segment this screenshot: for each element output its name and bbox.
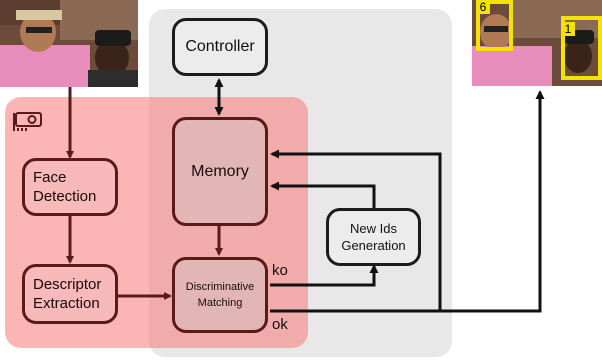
- descriptor-extraction-box: Descriptor Extraction: [22, 264, 118, 324]
- ko-label: ko: [272, 262, 288, 279]
- face-box-1: [561, 16, 602, 80]
- arrow-ko-to-new-ids: [270, 264, 379, 287]
- arrow-ok-feedback-to-memory: [270, 149, 442, 311]
- memory-label: Memory: [191, 162, 249, 180]
- arrow-ok-to-output: [270, 90, 545, 313]
- input-photo: [0, 0, 138, 87]
- new-ids-generation-label: New Ids Generation: [341, 221, 406, 253]
- controller-label: Controller: [185, 38, 255, 55]
- face-box-6: [476, 0, 513, 51]
- face-detection-label: Face Detection: [33, 169, 97, 205]
- gpu-card-icon: [13, 111, 43, 133]
- controller-box: Controller: [172, 18, 268, 76]
- new-ids-generation-box: New Ids Generation: [326, 208, 421, 266]
- face-id-1-tag: 1: [561, 22, 575, 36]
- discriminative-matching-label: Discriminative Matching: [185, 281, 255, 309]
- descriptor-extraction-label: Descriptor Extraction: [33, 276, 102, 312]
- arrow-new-ids-to-memory: [270, 181, 376, 208]
- discriminative-matching-box: Discriminative Matching: [172, 257, 268, 333]
- face-detection-box: Face Detection: [22, 158, 118, 216]
- face-id-6-tag: 6: [476, 0, 490, 14]
- memory-box: Memory: [172, 117, 268, 226]
- ok-label: ok: [272, 316, 288, 333]
- output-photo: [472, 0, 602, 86]
